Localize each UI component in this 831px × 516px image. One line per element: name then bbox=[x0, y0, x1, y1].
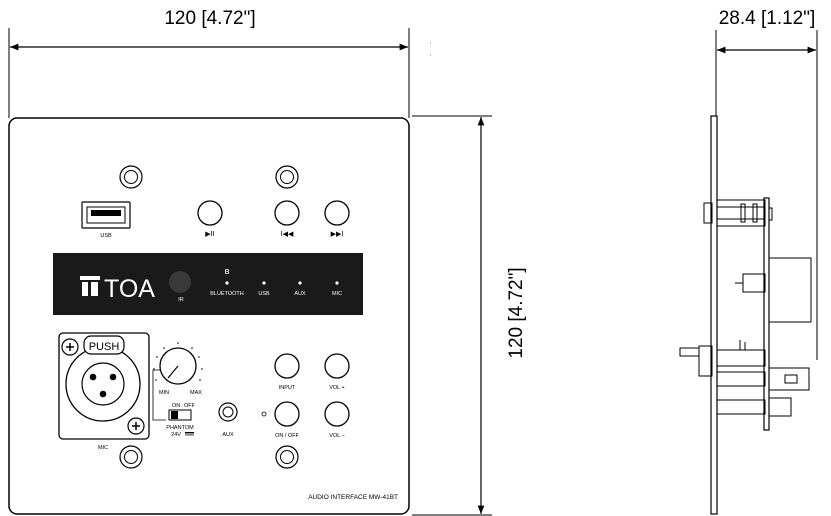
input-button: INPUT bbox=[274, 353, 300, 391]
bluetooth-indicator bbox=[225, 281, 229, 285]
phantom-power-switch: ON OFF PHANTOM 24V bbox=[152, 369, 196, 438]
usb-port: USB bbox=[81, 201, 131, 239]
width-label: 120 [4.72"] bbox=[164, 8, 255, 29]
volume-down-button: VOL – bbox=[324, 401, 350, 439]
bluetooth-icon: ʙ bbox=[224, 267, 229, 277]
front-panel: USB ▶II I◀◀ ▶▶I TOA IR ʙ bbox=[8, 117, 410, 515]
volume-down-label: VOL – bbox=[329, 433, 345, 439]
phantom-voltage-label: 24V bbox=[171, 432, 181, 438]
power-button-label: ON / OFF bbox=[275, 433, 299, 439]
aux-jack-label: AUX bbox=[222, 432, 234, 438]
ir-label: IR bbox=[178, 297, 184, 303]
volume-up-label: VOL + bbox=[329, 385, 345, 391]
screw-hole-top-right bbox=[275, 165, 299, 189]
phantom-label: PHANTOM bbox=[166, 425, 194, 431]
play-pause-button: ▶II bbox=[197, 200, 223, 238]
mic-indicator bbox=[335, 281, 339, 285]
xlr-screw-bottom-right bbox=[127, 417, 145, 435]
screw-hole-top-left bbox=[119, 165, 143, 189]
power-button: ON / OFF bbox=[274, 401, 300, 439]
usb-indicator-label: USB bbox=[258, 291, 270, 297]
screw-hole-bottom-right bbox=[275, 445, 299, 469]
switch-off-label: OFF bbox=[184, 403, 196, 409]
toa-logo: TOA bbox=[80, 275, 155, 303]
height-dimension: 120 [4.72"] bbox=[412, 115, 527, 516]
screw-hole-bottom-left bbox=[119, 445, 143, 469]
ir-sensor bbox=[169, 271, 191, 293]
previous-button: I◀◀ bbox=[274, 200, 300, 238]
next-icon: ▶▶I bbox=[331, 230, 344, 238]
next-button: ▶▶I bbox=[324, 200, 350, 238]
height-label: 120 [4.72"] bbox=[506, 267, 527, 358]
previous-icon: I◀◀ bbox=[281, 230, 294, 238]
brand-text: TOA bbox=[104, 275, 155, 303]
input-button-label: INPUT bbox=[279, 385, 296, 391]
switch-on-label: ON bbox=[172, 403, 180, 409]
xlr-screw-top-left bbox=[61, 338, 79, 356]
aux-indicator bbox=[298, 281, 302, 285]
aux-jack: AUX bbox=[218, 402, 238, 438]
bluetooth-label: BLUETOOTH bbox=[210, 291, 244, 297]
xlr-push-label: PUSH bbox=[89, 341, 120, 353]
side-view bbox=[679, 115, 812, 515]
mic-volume-knob: MIN MAX bbox=[153, 342, 203, 396]
usb-indicator bbox=[262, 281, 266, 285]
mic-input-label: MIC bbox=[98, 445, 108, 451]
model-label: AUDIO INTERFACE MW-41BT bbox=[308, 494, 398, 501]
depth-dimension: 28.4 [1.12"] bbox=[715, 8, 818, 360]
depth-label: 28.4 [1.12"] bbox=[719, 8, 816, 29]
mic-indicator-label: MIC bbox=[332, 291, 342, 297]
aux-indicator-label: AUX bbox=[294, 291, 306, 297]
usb-port-label: USB bbox=[100, 233, 112, 239]
knob-min-label: MIN bbox=[159, 390, 169, 396]
width-dimension: 120 [4.72"] bbox=[8, 8, 410, 118]
xlr-connector: PUSH MIC bbox=[58, 332, 150, 451]
volume-up-button: VOL + bbox=[324, 353, 350, 391]
power-indicator bbox=[261, 411, 267, 417]
knob-max-label: MAX bbox=[190, 390, 202, 396]
display-strip: TOA IR ʙ BLUETOOTH USB AUX MIC bbox=[53, 253, 363, 315]
play-pause-icon: ▶II bbox=[205, 230, 215, 238]
